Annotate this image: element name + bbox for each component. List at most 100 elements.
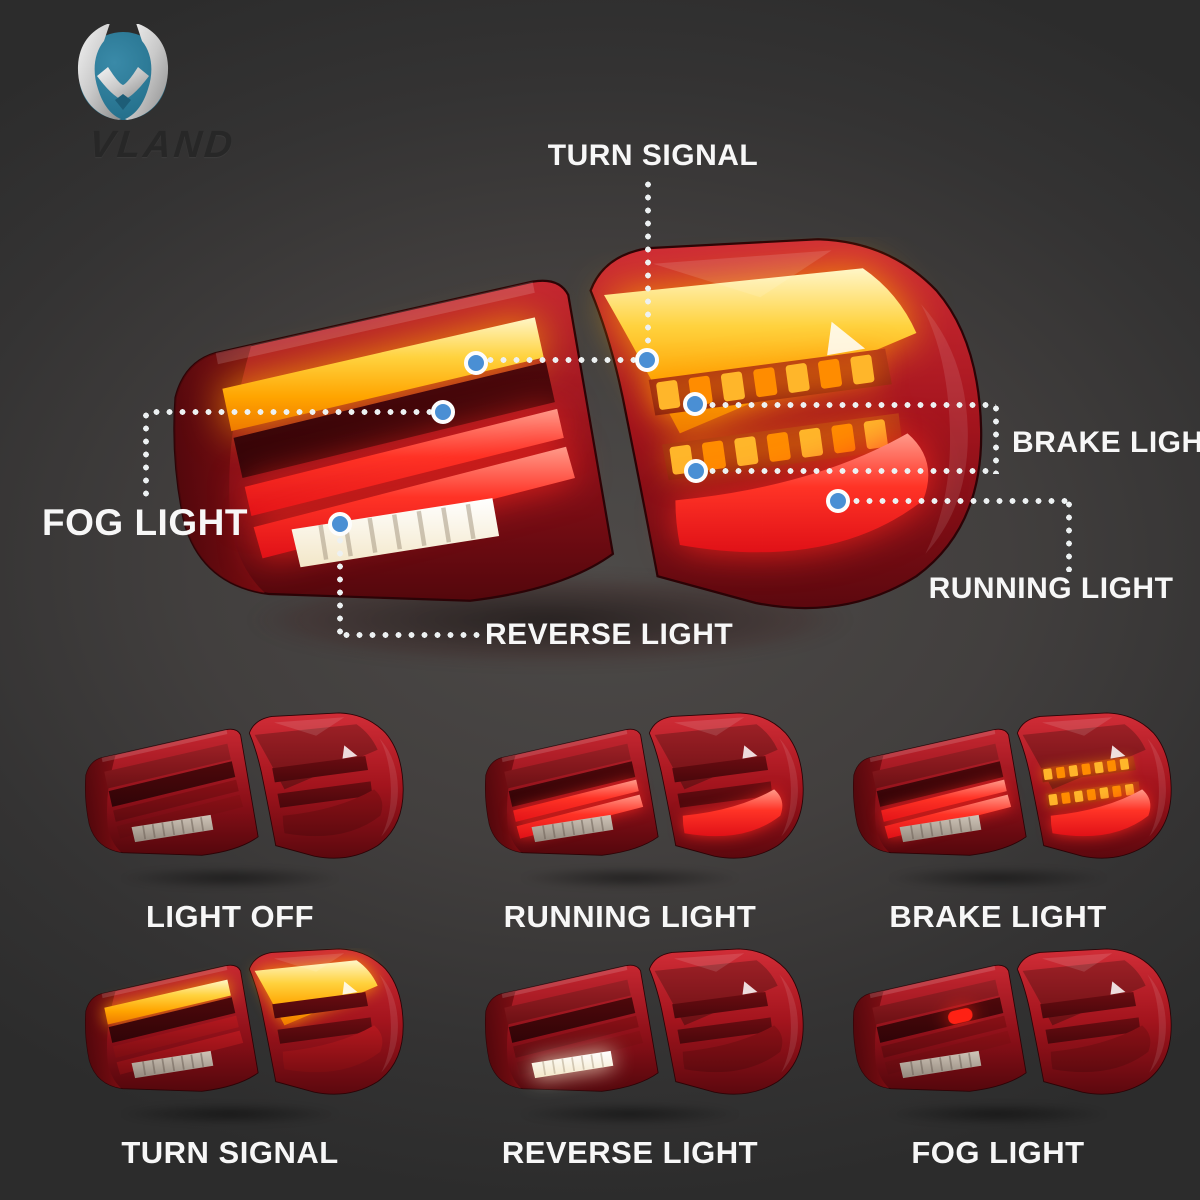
fog-light-zone [876, 761, 1004, 807]
taillight-photo-brake-light [822, 712, 1174, 893]
callout-label-running-light: RUNNING LIGHT [928, 572, 1174, 605]
reverse-lens-texture [910, 817, 973, 840]
taillight-graphic [484, 712, 804, 859]
fog-light-zone [233, 361, 555, 479]
taillight-photo-fog-light [822, 948, 1174, 1129]
mode-thumbnail-brake-light: BRAKE LIGHT [808, 712, 1188, 935]
reverse-lens-texture [142, 817, 205, 840]
mode-caption: FOG LIGHT [911, 1135, 1085, 1170]
running-bar-left-upper [244, 408, 564, 516]
taillight-right-piece [248, 948, 404, 1095]
running-light-bar [1050, 789, 1151, 837]
running-light-bar [682, 789, 783, 837]
callout-line-turn-vertical [645, 178, 651, 358]
brake-led-segments [1043, 758, 1135, 806]
brake-led-row-lower [1045, 1017, 1141, 1044]
brake-led-row-lower [277, 1017, 373, 1044]
reverse-lens-texture [142, 1053, 205, 1076]
running-light-bar [682, 1025, 783, 1073]
mode-thumbnail-turn-signal: TURN SIGNAL [40, 948, 420, 1171]
running-light-bar [675, 433, 929, 553]
brake-led-row-lower [677, 781, 773, 808]
brand-name: VLAND [86, 124, 238, 166]
taillight-right-piece [648, 712, 804, 859]
brake-led-row-upper [272, 991, 368, 1019]
running-light-bar [282, 1025, 383, 1073]
taillight-right-piece [1016, 712, 1172, 859]
taillight-right-piece [248, 712, 404, 859]
lens-highlight-triangle [742, 981, 758, 995]
taillight-graphic [84, 948, 404, 1095]
taillight-graphic [84, 712, 404, 859]
callout-line-fog-horizontal [150, 409, 434, 415]
callout-label-turn-signal: TURN SIGNAL [547, 139, 759, 172]
callout-label-brake-light: BRAKE LIGHT [1012, 426, 1200, 459]
taillight-left-piece [852, 728, 1027, 856]
lens-highlight-triangle [827, 321, 866, 356]
fog-light-zone [508, 761, 636, 807]
taillight-right-piece [589, 238, 983, 610]
taillight-left-piece [84, 728, 259, 856]
callout-line-fog-vertical [143, 409, 149, 499]
mode-thumbnail-light-off: LIGHT OFF [40, 712, 420, 935]
fog-light-lens [948, 1008, 973, 1025]
lens-highlight-triangle [1110, 745, 1126, 759]
connector-dot-fog [431, 400, 455, 424]
running-bar-left-upper [113, 779, 239, 822]
taillight-graphic [852, 712, 1172, 859]
reverse-lens-texture [318, 503, 476, 560]
fog-light-zone [508, 997, 636, 1043]
taillight-graphic [852, 948, 1172, 1095]
mode-thumbnail-running-light: RUNNING LIGHT [440, 712, 820, 935]
hero-taillight-photo [95, 237, 988, 661]
connector-dot-running [826, 489, 850, 513]
lens-highlight-triangle [1110, 981, 1126, 995]
connector-dot-turn-right [635, 348, 659, 372]
taillight-graphic [484, 948, 804, 1095]
lens-highlight-triangle [342, 981, 358, 995]
callout-line-turn-horizontal [484, 357, 642, 363]
taillight-left-piece [484, 964, 659, 1092]
callout-line-reverse-vertical [337, 534, 343, 636]
running-light-bar [1050, 1025, 1151, 1073]
brake-led-segments [656, 354, 888, 475]
turn-signal-strip-left [872, 979, 999, 1025]
callout-line-running-horizontal [850, 498, 1070, 504]
running-bar-left-upper [881, 1015, 1007, 1058]
taillight-left-piece [852, 964, 1027, 1092]
reverse-lens-texture [910, 1053, 973, 1076]
callout-label-fog-light: FOG LIGHT [42, 502, 248, 543]
taillight-right-piece [1016, 948, 1172, 1095]
turn-signal-strip-left [872, 743, 999, 789]
taillight-photo-running-light [454, 712, 806, 893]
connector-dot-reverse [328, 512, 352, 536]
taillight-graphic [173, 238, 983, 610]
running-bar-left-upper [513, 1015, 639, 1058]
callout-label-reverse-light: REVERSE LIGHT [485, 618, 734, 651]
turn-signal-strip-left [504, 743, 631, 789]
callout-line-brake-upper [706, 402, 996, 408]
fog-light-zone [108, 997, 236, 1043]
fog-light-zone [876, 997, 1004, 1043]
brake-led-row-upper [672, 755, 768, 783]
mode-caption: LIGHT OFF [145, 899, 315, 934]
connector-dot-brake-lower [684, 459, 708, 483]
vland-emblem-icon [77, 24, 169, 120]
taillight-right-piece [648, 948, 804, 1095]
taillight-photo-reverse-light [454, 948, 806, 1129]
brake-led-row-lower [277, 781, 373, 808]
fog-light-zone [108, 761, 236, 807]
mode-caption: TURN SIGNAL [121, 1135, 339, 1170]
turn-signal-strip-left [104, 979, 231, 1025]
brake-led-row-upper [272, 755, 368, 783]
turn-signal-strip-left [222, 317, 544, 432]
running-bar-left-upper [881, 779, 1007, 822]
connector-dot-brake-upper [683, 392, 707, 416]
reverse-lens-texture [542, 817, 605, 840]
taillight-left-piece [84, 964, 259, 1092]
callout-line-reverse-horizontal [340, 632, 480, 638]
mode-caption: REVERSE LIGHT [501, 1135, 759, 1170]
taillight-photo-light-off [54, 712, 406, 893]
callout-line-brake-lower [706, 468, 996, 474]
